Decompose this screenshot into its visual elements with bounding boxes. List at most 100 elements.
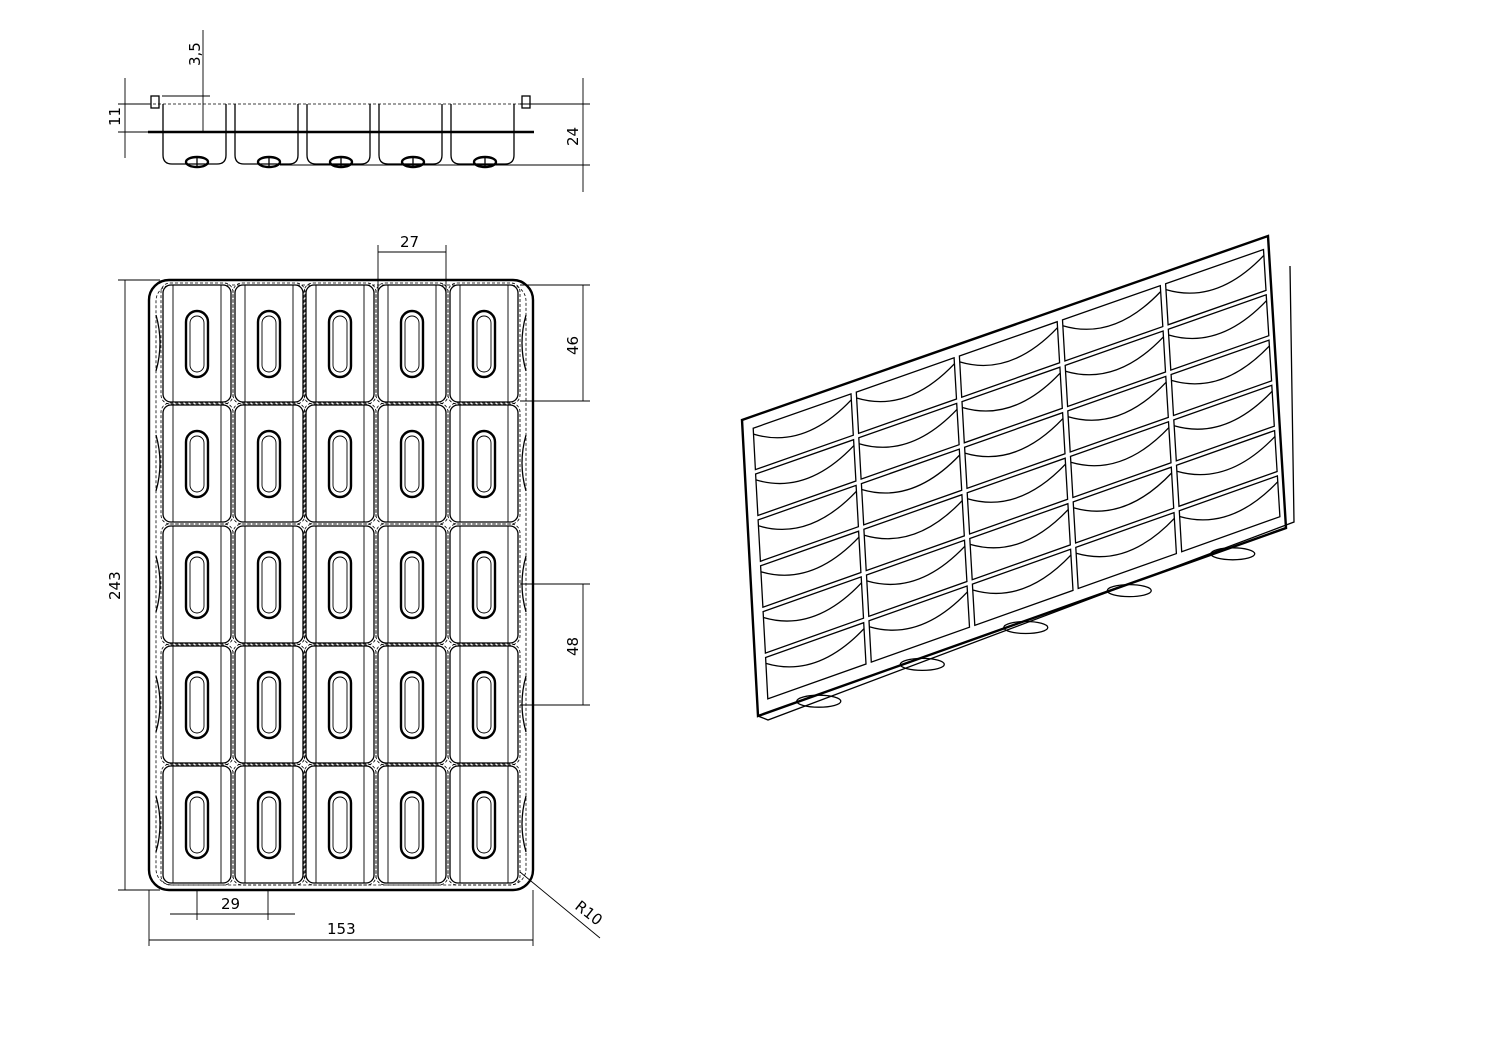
slot-inner (189, 676, 205, 734)
iso-foot (899, 657, 945, 672)
tray-inner-edge (155, 284, 527, 886)
tray-cell (232, 282, 306, 405)
iso-cell (757, 484, 860, 563)
slot-inner (261, 435, 277, 493)
cell-outline (377, 765, 447, 884)
slot-inner (261, 676, 277, 734)
iso-cell (1064, 330, 1167, 408)
iso-cell-outline (757, 484, 860, 563)
iso-cell-curve (962, 372, 1061, 412)
dim-slot-pitch: 27 (377, 233, 447, 300)
cell-outline (234, 765, 304, 884)
iso-cell (969, 502, 1071, 581)
cell-hidden-edge (375, 643, 449, 766)
iso-cell-outline (1175, 429, 1278, 508)
slot-inner (332, 676, 348, 734)
iso-cell-curve (1179, 481, 1279, 521)
iso-cell-outline (764, 621, 867, 700)
cell-hidden-edge (447, 402, 521, 525)
iso-cell (858, 402, 960, 480)
iso-cell (1067, 375, 1169, 453)
slot-hole (184, 790, 210, 860)
iso-cell-outline (963, 411, 1066, 490)
slot-hole (471, 670, 497, 740)
slot-inner (404, 796, 420, 854)
tray-cell (375, 402, 449, 525)
cell-hidden-edge (232, 763, 306, 886)
iso-cell-curve (753, 399, 852, 439)
dim-rim-step: 3,5 (162, 30, 210, 132)
slot-inner (332, 315, 348, 373)
side-notch (521, 795, 527, 853)
side-cell (450, 104, 515, 165)
iso-cell-outline (1167, 293, 1270, 371)
slot-hole (256, 790, 282, 860)
slot-hole (471, 429, 497, 499)
dim-rim-height: 11 (106, 78, 150, 158)
slot-hole (256, 550, 282, 620)
slot-inner (476, 676, 492, 734)
iso-cell (966, 457, 1069, 535)
side-notch (521, 314, 527, 372)
dim-label-total-height: 24 (564, 127, 582, 146)
iso-cell (868, 585, 971, 664)
slot-inner (189, 435, 205, 493)
cell-outline (162, 765, 232, 884)
iso-cell-outline (1170, 339, 1273, 417)
tray-cell (232, 523, 306, 646)
dim-total-length: 243 (106, 279, 160, 891)
iso-cell (759, 530, 862, 609)
slot-hole (256, 429, 282, 499)
iso-cell-outline (969, 502, 1071, 581)
tray-cell (160, 763, 234, 886)
slot-hole (327, 429, 353, 499)
slot-hole (399, 309, 425, 379)
iso-cell (860, 448, 963, 526)
cell-hidden-edge (375, 282, 449, 405)
slot-hole (471, 309, 497, 379)
iso-cell (958, 320, 1061, 399)
iso-cell-curve (856, 363, 955, 403)
dim-cell-pitch: 48 (520, 583, 590, 706)
clip-right (521, 95, 531, 109)
dim-label-cell-width: 29 (221, 895, 240, 913)
clip-left (150, 95, 160, 109)
cell-hidden-edge (375, 763, 449, 886)
iso-foot (1003, 620, 1049, 635)
iso-cell (1061, 284, 1164, 362)
iso-foot (1106, 584, 1152, 598)
iso-cell (1173, 384, 1275, 462)
iso-cell (752, 393, 854, 471)
dim-cell-width: 29 (170, 890, 295, 920)
tray-cell (375, 523, 449, 646)
iso-cell-curve (858, 408, 958, 448)
cell-outline (377, 284, 447, 403)
iso-cell-curve (967, 463, 1067, 503)
slot-inner (261, 315, 277, 373)
iso-cell (1170, 339, 1273, 417)
cell-outline (162, 404, 232, 523)
iso-cell (762, 575, 865, 655)
cell-outline (305, 404, 375, 523)
iso-cell (1175, 429, 1278, 508)
iso-cell (1178, 474, 1281, 553)
iso-foot (796, 694, 842, 708)
side-cell (306, 104, 371, 165)
iso-outline (740, 234, 1288, 718)
dim-total-height: 24 (280, 78, 590, 192)
iso-cell-curve (1165, 254, 1265, 294)
iso-cell-curve (1065, 336, 1164, 376)
iso-cell-outline (961, 366, 1063, 444)
iso-cell-curve (861, 454, 961, 494)
slot-hole (256, 309, 282, 379)
cell-hidden-edge (303, 402, 377, 525)
slot-inner (404, 315, 420, 373)
iso-cell-outline (762, 575, 865, 655)
cell-hidden-edge (375, 523, 449, 646)
iso-cell-curve (970, 509, 1069, 549)
cell-hidden-edge (447, 763, 521, 886)
side-notch (155, 555, 161, 613)
cell-outline (377, 645, 447, 764)
side-notch (155, 795, 161, 853)
